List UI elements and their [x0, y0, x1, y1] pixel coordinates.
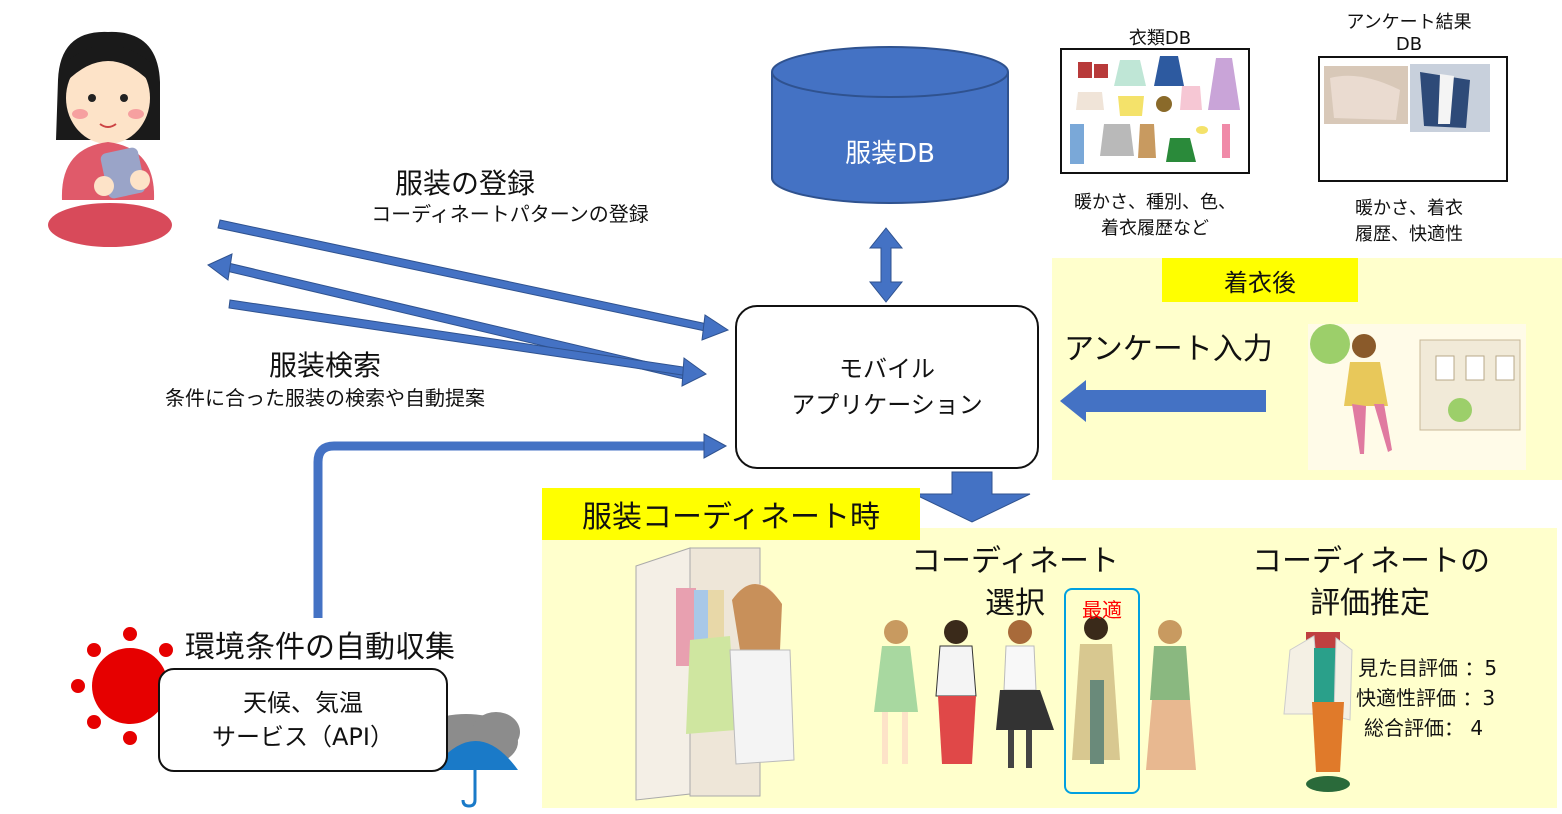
search-title: 服装検索 — [268, 349, 381, 382]
weather-api-box: 天候、気温 サービス（API） — [158, 668, 448, 772]
db-app-double-arrow — [868, 227, 904, 303]
search-subtitle: 条件に合った服装の検索や自動提案 — [165, 386, 485, 410]
closet-illustration — [635, 547, 795, 801]
register-title: 服装の登録 — [394, 167, 535, 200]
survey-db-frame — [1318, 56, 1508, 182]
survey-db-title-2: DB — [1395, 34, 1423, 55]
best-choice-frame — [1064, 588, 1140, 794]
app-label-1: モバイル — [839, 355, 935, 383]
environment-arrow — [313, 433, 728, 618]
clothing-db-frame — [1060, 48, 1250, 174]
rating-appearance: 見た目評価 ：5 — [1358, 656, 1498, 680]
survey-db-title-1: アンケート結果 — [1346, 12, 1472, 33]
survey-photos — [1324, 64, 1490, 132]
mobile-app-box: モバイル アプリケーション — [735, 305, 1039, 469]
evaluation-title-2: 評価推定 — [1310, 586, 1430, 621]
weather-api-line-1: 天候、気温 — [243, 689, 363, 717]
figure-1 — [874, 620, 918, 764]
search-arrow — [228, 299, 707, 387]
rating-comfort: 快適性評価 ：3 — [1356, 686, 1496, 710]
clothing-db-desc-2: 着衣履歴など — [1101, 218, 1209, 239]
evaluation-mannequin — [1283, 632, 1353, 792]
rating-overall: 総合評価： 4 — [1364, 716, 1484, 740]
environment-title: 環境条件の自動収集 — [185, 630, 455, 665]
figure-4 — [1072, 616, 1120, 764]
figure-2 — [935, 620, 977, 764]
coordinate-time-label: 服装コーディネート時 — [542, 488, 920, 540]
db-label: 服装DB — [845, 139, 935, 169]
evaluation-title-1: コーディネートの — [1252, 544, 1490, 579]
user-illustration — [48, 31, 172, 247]
coordinate-figures — [874, 616, 1196, 770]
database-cylinder — [771, 46, 1009, 204]
figure-5 — [1146, 620, 1196, 770]
app-label-2: アプリケーション — [791, 391, 983, 419]
register-arrow — [217, 219, 730, 341]
woman-walking-illustration — [1308, 324, 1526, 470]
survey-input-label: アンケート入力 — [1064, 332, 1273, 367]
clothing-db-desc-1: 暖かさ、種別、色、 — [1074, 192, 1236, 213]
survey-db-desc-2: 履歴、快適性 — [1355, 224, 1463, 245]
after-wearing-label: 着衣後 — [1162, 258, 1358, 302]
register-subtitle: コーディネートパターンの登録 — [371, 202, 649, 226]
survey-arrow — [1060, 380, 1266, 422]
clothing-icons — [1070, 56, 1240, 164]
weather-api-line-2: サービス（API） — [212, 723, 394, 751]
coordinate-select-2: 選択 — [985, 586, 1045, 621]
clothing-db-title: 衣類DB — [1128, 28, 1192, 49]
down-arrow — [913, 471, 1031, 523]
coordinate-select-1: コーディネート — [911, 544, 1119, 579]
best-label: 最適 — [1082, 598, 1122, 622]
figure-3 — [996, 620, 1054, 768]
survey-db-desc-1: 暖かさ、着衣 — [1355, 198, 1463, 219]
